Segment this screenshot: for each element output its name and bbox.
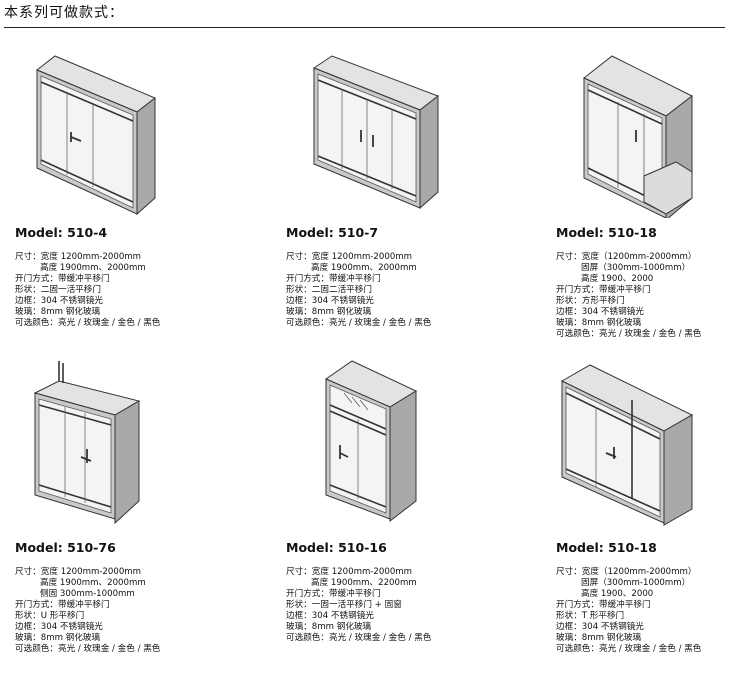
spec-list: 尺寸：宽度（1200mm-2000mm） 固屏（300mm-1000mm） 高度… <box>556 567 701 655</box>
product-card-510-7: Model: 510-7 尺寸：宽度 1200mm-2000mm 高度 1900… <box>286 38 516 358</box>
shower-enclosure-illustration <box>560 364 694 526</box>
spec-list: 尺寸：宽度 1200mm-2000mm 高度 1900mm、2000mm 开门方… <box>286 252 431 329</box>
product-card-510-76: Model: 510-76 尺寸：宽度 1200mm-2000mm 高度 190… <box>15 353 245 673</box>
spec-line: 玻璃：8mm 钢化玻璃 <box>15 633 101 643</box>
spec-line: 开门方式：带缓冲平移门 <box>15 600 110 610</box>
spec-line: 形状：方形平移门 <box>556 296 625 306</box>
spec-list: 尺寸：宽度 1200mm-2000mm 高度 1900mm、2000mm 侧固 … <box>15 567 160 655</box>
spec-line: 玻璃：8mm 钢化玻璃 <box>286 307 372 317</box>
spec-line: 开门方式：带缓冲平移门 <box>286 589 381 599</box>
spec-line: 可选颜色：亮光 / 玫瑰金 / 金色 / 黑色 <box>286 318 432 328</box>
spec-line: 高度 1900mm、2000mm <box>311 263 417 273</box>
spec-line: 尺寸：宽度 1200mm-2000mm <box>286 567 413 577</box>
spec-line: 高度 1900、2000 <box>581 274 654 284</box>
spec-line: 尺寸：宽度（1200mm-2000mm） <box>556 252 697 262</box>
model-name: Model: 510-4 <box>15 225 108 240</box>
spec-line: 边框：304 不锈钢镜光 <box>15 622 103 632</box>
spec-line: 边框：304 不锈钢镜光 <box>556 307 644 317</box>
spec-line: 玻璃：8mm 钢化玻璃 <box>556 318 642 328</box>
shower-enclosure-illustration <box>583 55 693 218</box>
spec-line: 开门方式：带缓冲平移门 <box>556 285 651 295</box>
spec-line: 可选颜色：亮光 / 玫瑰金 / 金色 / 黑色 <box>556 329 702 339</box>
product-card-510-18-t: Model: 510-18 尺寸：宽度（1200mm-2000mm） 固屏（30… <box>556 353 729 673</box>
spec-line: 形状：T 形平移门 <box>556 611 625 621</box>
product-card-510-18: Model: 510-18 尺寸：宽度（1200mm-2000mm） 固屏（30… <box>556 38 729 358</box>
shower-enclosure-illustration <box>312 55 440 210</box>
spec-line: 形状：U 形平移门 <box>15 611 85 621</box>
spec-line: 边框：304 不锈钢镜光 <box>286 296 374 306</box>
spec-line: 开门方式：带缓冲平移门 <box>15 274 110 284</box>
spec-line: 高度 1900mm、2000mm <box>40 263 146 273</box>
product-card-510-4: Model: 510-4 尺寸：宽度 1200mm-2000mm 高度 1900… <box>15 38 245 358</box>
model-name: Model: 510-18 <box>556 540 657 555</box>
spec-line: 可选颜色：亮光 / 玫瑰金 / 金色 / 黑色 <box>15 318 161 328</box>
shower-enclosure-illustration <box>33 361 141 525</box>
spec-line: 玻璃：8mm 钢化玻璃 <box>286 622 372 632</box>
spec-line: 侧固 300mm-1000mm <box>40 589 135 599</box>
spec-line: 形状：一固一活平移门 + 固窗 <box>286 600 402 610</box>
spec-line: 固屏（300mm-1000mm） <box>581 263 691 273</box>
model-name: Model: 510-16 <box>286 540 387 555</box>
spec-line: 边框：304 不锈钢镜光 <box>286 611 374 621</box>
page-title: 本系列可做款式： <box>4 5 124 21</box>
spec-line: 高度 1900、2000 <box>581 589 654 599</box>
spec-line: 形状：二固二活平移门 <box>286 285 372 295</box>
model-name: Model: 510-18 <box>556 225 657 240</box>
spec-line: 形状：二固一活平移门 <box>15 285 101 295</box>
spec-line: 高度 1900mm、2000mm <box>40 578 146 588</box>
spec-line: 玻璃：8mm 钢化玻璃 <box>556 633 642 643</box>
shower-enclosure-illustration <box>324 360 418 523</box>
spec-line: 玻璃：8mm 钢化玻璃 <box>15 307 101 317</box>
spec-line: 边框：304 不锈钢镜光 <box>556 622 644 632</box>
spec-line: 开门方式：带缓冲平移门 <box>286 274 381 284</box>
spec-line: 固屏（300mm-1000mm） <box>581 578 691 588</box>
spec-line: 可选颜色：亮光 / 玫瑰金 / 金色 / 黑色 <box>286 633 432 643</box>
spec-line: 尺寸：宽度（1200mm-2000mm） <box>556 567 697 577</box>
spec-line: 边框：304 不锈钢镜光 <box>15 296 103 306</box>
spec-line: 开门方式：带缓冲平移门 <box>556 600 651 610</box>
spec-list: 尺寸：宽度 1200mm-2000mm 高度 1900mm、2200mm 开门方… <box>286 567 431 644</box>
model-name: Model: 510-76 <box>15 540 116 555</box>
spec-line: 可选颜色：亮光 / 玫瑰金 / 金色 / 黑色 <box>556 644 702 654</box>
spec-line: 高度 1900mm、2200mm <box>311 578 417 588</box>
shower-enclosure-illustration <box>36 55 156 216</box>
spec-list: 尺寸：宽度 1200mm-2000mm 高度 1900mm、2000mm 开门方… <box>15 252 160 329</box>
spec-line: 尺寸：宽度 1200mm-2000mm <box>15 252 142 262</box>
spec-line: 可选颜色：亮光 / 玫瑰金 / 金色 / 黑色 <box>15 644 161 654</box>
spec-list: 尺寸：宽度（1200mm-2000mm） 固屏（300mm-1000mm） 高度… <box>556 252 701 340</box>
spec-line: 尺寸：宽度 1200mm-2000mm <box>286 252 413 262</box>
product-card-510-16: Model: 510-16 尺寸：宽度 1200mm-2000mm 高度 190… <box>286 353 516 673</box>
header-divider <box>4 27 725 28</box>
model-name: Model: 510-7 <box>286 225 379 240</box>
page-header: 本系列可做款式： <box>4 4 725 28</box>
spec-line: 尺寸：宽度 1200mm-2000mm <box>15 567 142 577</box>
